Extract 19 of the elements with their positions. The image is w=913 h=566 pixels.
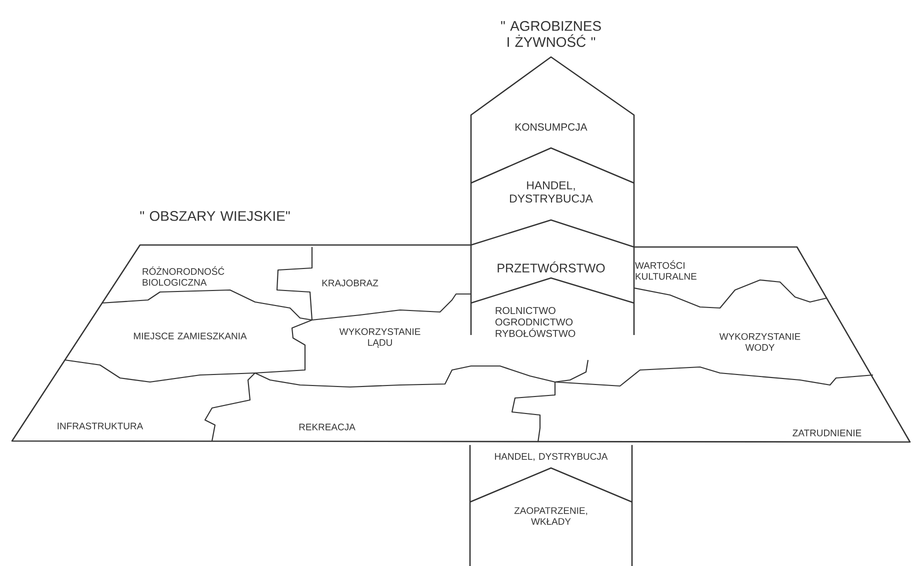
column-outline bbox=[470, 56, 635, 335]
band-label: HANDEL, DYSTRYBUCJA bbox=[495, 453, 608, 461]
region-label: WYKORZYSTANIE LĄDU bbox=[339, 328, 420, 348]
band-label: ROLNICTWO OGRODNICTWO RYBOŁÓWSTWO bbox=[495, 307, 576, 337]
region-label: RÓŻNORODNOŚĆ BIOLOGICZNA bbox=[142, 266, 224, 286]
region-label: ZATRUDNIENIE bbox=[792, 430, 862, 436]
region-label: WYKORZYSTANIE WODY bbox=[719, 333, 800, 351]
band-label: ZAOPATRZENIE, WKŁADY bbox=[514, 507, 588, 525]
region-label: MIEJSCE ZAMIESZKANIA bbox=[134, 332, 247, 340]
band-label: HANDEL, DYSTRYBUCJA bbox=[510, 181, 593, 203]
band-label: PRZETWÓRSTWO bbox=[498, 262, 605, 272]
region-label: INFRASTRUKTURA bbox=[58, 422, 144, 430]
band-label: KONSUMPCJA bbox=[516, 123, 588, 131]
rural-area-trapezoid bbox=[11, 244, 911, 443]
region-label: WARTOŚCI KULTURALNE bbox=[635, 260, 696, 280]
region-label: REKREACJA bbox=[299, 424, 356, 430]
region-label: KRAJOBRAZ bbox=[322, 280, 378, 286]
heading: " AGROBIZNES I ŻYWNOŚĆ " bbox=[501, 21, 601, 47]
heading: " OBSZARY WIEJSKIE" bbox=[140, 211, 290, 221]
